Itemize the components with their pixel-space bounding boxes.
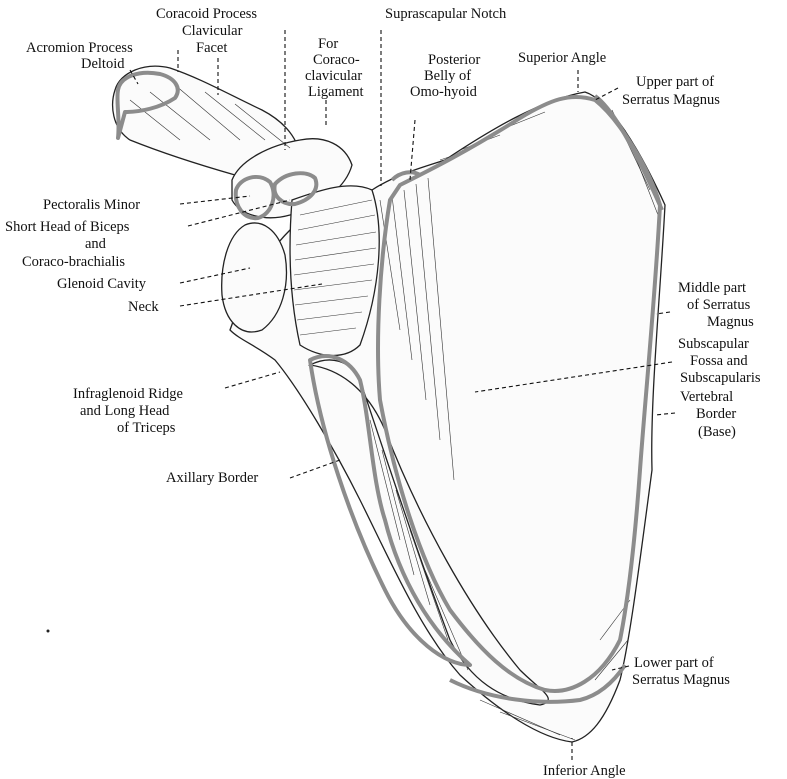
label-pectoralis-minor: Pectoralis Minor <box>43 197 140 213</box>
leader-upper-serratus <box>595 88 618 100</box>
label-and: and <box>85 236 107 252</box>
label-infraglenoid-ridge: Infraglenoid Ridge <box>73 386 183 402</box>
label-serratus-magnus-lower: Serratus Magnus <box>632 672 730 688</box>
label-deltoid: Deltoid <box>81 56 125 72</box>
label-and-long-head: and Long Head <box>80 403 170 419</box>
label-fossa-and: Fossa and <box>690 353 748 369</box>
scapula-bone <box>113 66 665 742</box>
label-magnus: Magnus <box>707 314 754 330</box>
label-serratus-magnus-upper: Serratus Magnus <box>622 92 720 108</box>
label-inferior-angle: Inferior Angle <box>543 763 626 779</box>
label-neck: Neck <box>128 299 159 315</box>
label-vertebral: Vertebral <box>680 389 733 405</box>
label-glenoid-cavity: Glenoid Cavity <box>57 276 147 292</box>
label-subscapular: Subscapular <box>678 336 749 352</box>
leader-axillary <box>290 460 340 478</box>
label-superior-angle: Superior Angle <box>518 50 606 66</box>
label-base: (Base) <box>698 424 736 440</box>
label-lower-part-of: Lower part of <box>634 655 714 671</box>
label-coracoid-process: Coracoid Process <box>156 6 257 22</box>
label-border: Border <box>696 406 736 422</box>
label-belly-of: Belly of <box>424 68 471 84</box>
label-coraco: Coraco- <box>313 52 360 68</box>
label-axillary-border: Axillary Border <box>166 470 258 486</box>
label-of-serratus: of Serratus <box>687 297 751 313</box>
stray-dot <box>47 630 50 633</box>
label-facet: Facet <box>196 40 227 56</box>
label-ligament: Ligament <box>308 84 364 100</box>
label-short-head-of-biceps: Short Head of Biceps <box>5 219 130 235</box>
label-suprascapular-notch: Suprascapular Notch <box>385 6 507 22</box>
label-clavicular: Clavicular <box>182 23 243 39</box>
label-omo-hyoid: Omo-hyoid <box>410 84 478 100</box>
label-acromion-process: Acromion Process <box>26 40 133 56</box>
label-upper-part-of: Upper part of <box>636 74 714 90</box>
label-clavicular-2: clavicular <box>305 68 362 84</box>
label-of-triceps: of Triceps <box>117 420 176 436</box>
label-for: For <box>318 36 338 52</box>
label-subscapularis: Subscapularis <box>680 370 761 386</box>
leader-vertebral <box>655 413 675 415</box>
label-posterior: Posterior <box>428 52 481 68</box>
label-middle-part: Middle part <box>678 280 746 296</box>
leader-infraglenoid <box>225 372 280 388</box>
label-coraco-brachialis: Coraco-brachialis <box>22 254 125 270</box>
